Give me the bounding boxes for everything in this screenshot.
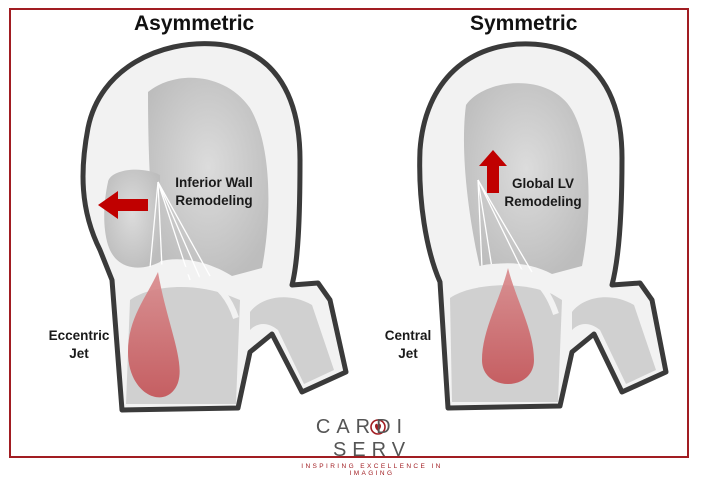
left-chordae xyxy=(149,181,211,281)
label-eccentric-jet: Eccentric Jet xyxy=(44,327,114,363)
left-arrow xyxy=(98,191,148,219)
right-mitral-leaflet-2 xyxy=(511,267,559,315)
left-inferior-bulge xyxy=(104,169,160,268)
left-heart xyxy=(80,41,349,413)
label-line: Eccentric xyxy=(48,328,110,343)
logo-tagline: INSPIRING EXCELLENCE IN IMAGING xyxy=(301,463,443,477)
label-line: Jet xyxy=(69,346,89,361)
right-arrow xyxy=(479,150,507,193)
left-eccentric-jet xyxy=(128,272,180,398)
label-central-jet: Central Jet xyxy=(380,327,436,363)
right-chordae xyxy=(477,179,533,273)
title-symmetric: Symmetric xyxy=(470,12,578,35)
logo-word-part2: SERV xyxy=(332,439,412,461)
logo-heart-icon xyxy=(370,419,386,435)
left-mitral-leaflet-2 xyxy=(198,273,239,319)
logo-word-part1: CARDI xyxy=(315,416,409,438)
label-line: Global LV xyxy=(511,176,574,191)
left-aorta xyxy=(250,297,334,384)
right-aorta xyxy=(572,297,656,384)
label-line: Remodeling xyxy=(175,193,253,208)
cardioserv-logo: CARDISERV INSPIRING EXCELLENCE IN IMAGIN… xyxy=(287,416,457,477)
label-inferior-wall-remodeling: Inferior Wall Remodeling xyxy=(168,174,260,210)
right-mitral-leaflet xyxy=(443,263,509,291)
right-central-jet xyxy=(482,268,534,384)
right-lv-cavity xyxy=(463,83,589,274)
right-heart xyxy=(417,41,669,411)
label-line: Remodeling xyxy=(504,194,582,209)
label-line: Central xyxy=(384,328,432,343)
title-asymmetric: Asymmetric xyxy=(134,12,255,35)
label-line: Jet xyxy=(398,346,418,361)
left-mitral-leaflet xyxy=(117,264,192,291)
logo-wordmark: CARDISERV xyxy=(287,416,457,462)
label-line: Inferior Wall xyxy=(175,175,253,190)
label-global-lv-remodeling: Global LV Remodeling xyxy=(498,175,588,211)
